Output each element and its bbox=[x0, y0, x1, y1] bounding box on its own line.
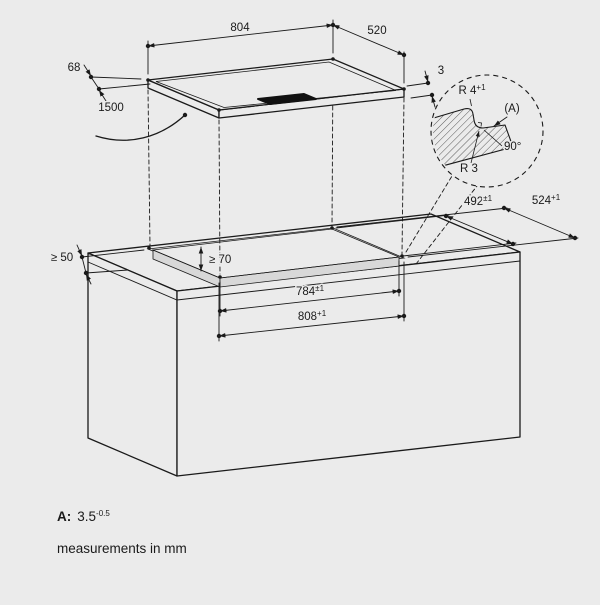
projection-line bbox=[331, 63, 334, 227]
dimension-label: 524+1 bbox=[532, 193, 561, 207]
cooktop-glass-inner-line bbox=[155, 61, 397, 108]
arrow-stub bbox=[85, 273, 92, 285]
dimension-line bbox=[81, 256, 87, 274]
dimension-804: 804 bbox=[145, 19, 336, 75]
mains-cable-leader bbox=[95, 114, 186, 141]
leader-arrow bbox=[470, 130, 480, 164]
dimension-label: 784±1 bbox=[296, 284, 325, 298]
leader-line bbox=[483, 129, 503, 147]
dim-dot bbox=[572, 235, 578, 241]
extension-line bbox=[402, 242, 517, 257]
dimension-label: 808+1 bbox=[298, 309, 327, 323]
dimension-min-50: ≥ 50 bbox=[49, 244, 145, 285]
cooktop bbox=[146, 57, 406, 119]
dimension-line bbox=[503, 207, 576, 239]
dim-dot bbox=[88, 74, 94, 80]
detail-ref-a-label: (A) bbox=[504, 103, 520, 115]
dim-dot bbox=[425, 80, 431, 86]
footnotes: A:3.5-0.5 measurements in mm bbox=[57, 509, 187, 556]
cooktop-corner-dot bbox=[217, 108, 221, 112]
extension-line bbox=[85, 269, 129, 274]
dim-dot bbox=[216, 333, 222, 339]
extension-line bbox=[81, 249, 145, 258]
dimension-label: 1500 bbox=[98, 102, 124, 114]
extension-line bbox=[90, 76, 142, 80]
cutout-corner-dot bbox=[218, 275, 222, 279]
detail-section bbox=[433, 108, 514, 173]
cooktop-corner-dot bbox=[146, 78, 150, 82]
extension-line bbox=[336, 207, 508, 228]
arrow-stub bbox=[76, 244, 83, 257]
right-angle-mark bbox=[477, 122, 482, 127]
projection-line bbox=[147, 89, 151, 247]
cutout-corner-dot bbox=[330, 226, 334, 230]
arrow-stub bbox=[424, 70, 429, 83]
dim-dot bbox=[429, 92, 435, 98]
projection-line bbox=[218, 119, 221, 275]
cabinet-left-face bbox=[87, 252, 178, 477]
dim-dot bbox=[83, 270, 89, 276]
arrow-stub bbox=[83, 64, 92, 77]
dimension-line bbox=[445, 215, 514, 245]
extension-line bbox=[407, 237, 579, 258]
dimension-label: 804 bbox=[230, 22, 250, 34]
edge-detail: R 4+1 (A) 90° R 3 bbox=[430, 74, 544, 188]
dimension-line bbox=[332, 24, 405, 56]
extension-line bbox=[406, 82, 429, 87]
dimension-808: 808+1 bbox=[216, 261, 407, 342]
control-panel bbox=[257, 93, 317, 105]
projection-lines bbox=[147, 63, 478, 275]
dimension-label: 520 bbox=[367, 25, 386, 37]
extension-line bbox=[335, 214, 450, 229]
dim-dot bbox=[501, 205, 507, 211]
footnote-a: A:3.5-0.5 bbox=[57, 509, 110, 524]
dim-dot bbox=[396, 288, 402, 294]
dimension-line bbox=[90, 76, 100, 90]
detail-radius-top-label: R 4+1 bbox=[458, 83, 486, 97]
dim-dot bbox=[145, 43, 151, 49]
cutout-outline bbox=[151, 228, 401, 279]
dimension-label: 68 bbox=[68, 62, 81, 74]
units-note: measurements in mm bbox=[57, 541, 187, 556]
leader-line bbox=[469, 98, 472, 107]
arrow-stub bbox=[431, 95, 436, 108]
dimension-784: 784±1 bbox=[217, 260, 402, 317]
dimension-line bbox=[218, 314, 405, 338]
dim-dot bbox=[401, 52, 407, 58]
dimension-524: 524+1 bbox=[336, 192, 579, 258]
dimension-label: ≥ 50 bbox=[51, 252, 73, 264]
dimension-line bbox=[219, 289, 400, 313]
dimension-line bbox=[147, 23, 334, 48]
dimension-492: 492±1 bbox=[335, 193, 517, 257]
cooktop-corner-dot bbox=[331, 57, 335, 61]
projection-line bbox=[401, 97, 405, 255]
dim-dot bbox=[401, 313, 407, 319]
extension-line bbox=[410, 94, 433, 99]
worktop-thickness-line bbox=[87, 260, 521, 301]
dim-dot bbox=[182, 112, 188, 118]
dimension-68: 68 bbox=[66, 61, 151, 102]
detail-radius-bottom-label: R 3 bbox=[460, 163, 478, 175]
leader-arrow bbox=[493, 116, 508, 127]
cutout-corner-dot bbox=[147, 246, 151, 250]
dimension-label: ≥ 70 bbox=[209, 254, 231, 266]
cabinet bbox=[87, 213, 521, 477]
detail-callout-line bbox=[405, 175, 453, 253]
dim-dot bbox=[79, 254, 85, 260]
dim-dot bbox=[217, 308, 223, 314]
dim-dot bbox=[96, 86, 102, 92]
dimension-520: 520 bbox=[332, 24, 407, 84]
dimension-label: 3 bbox=[438, 65, 444, 77]
dimension-1500: 1500 bbox=[95, 101, 188, 141]
arrow-stub bbox=[98, 89, 107, 102]
dimension-label: 492±1 bbox=[464, 194, 493, 208]
extension-line bbox=[98, 83, 151, 90]
cooktop-corner-dot bbox=[402, 87, 406, 91]
dimension-3: 3 bbox=[406, 64, 446, 108]
dimension-min-70: ≥ 70 bbox=[198, 246, 233, 272]
cutout-corner-dot bbox=[400, 254, 404, 258]
worktop-section-profile bbox=[433, 108, 514, 173]
detail-angle-label: 90° bbox=[504, 141, 521, 153]
